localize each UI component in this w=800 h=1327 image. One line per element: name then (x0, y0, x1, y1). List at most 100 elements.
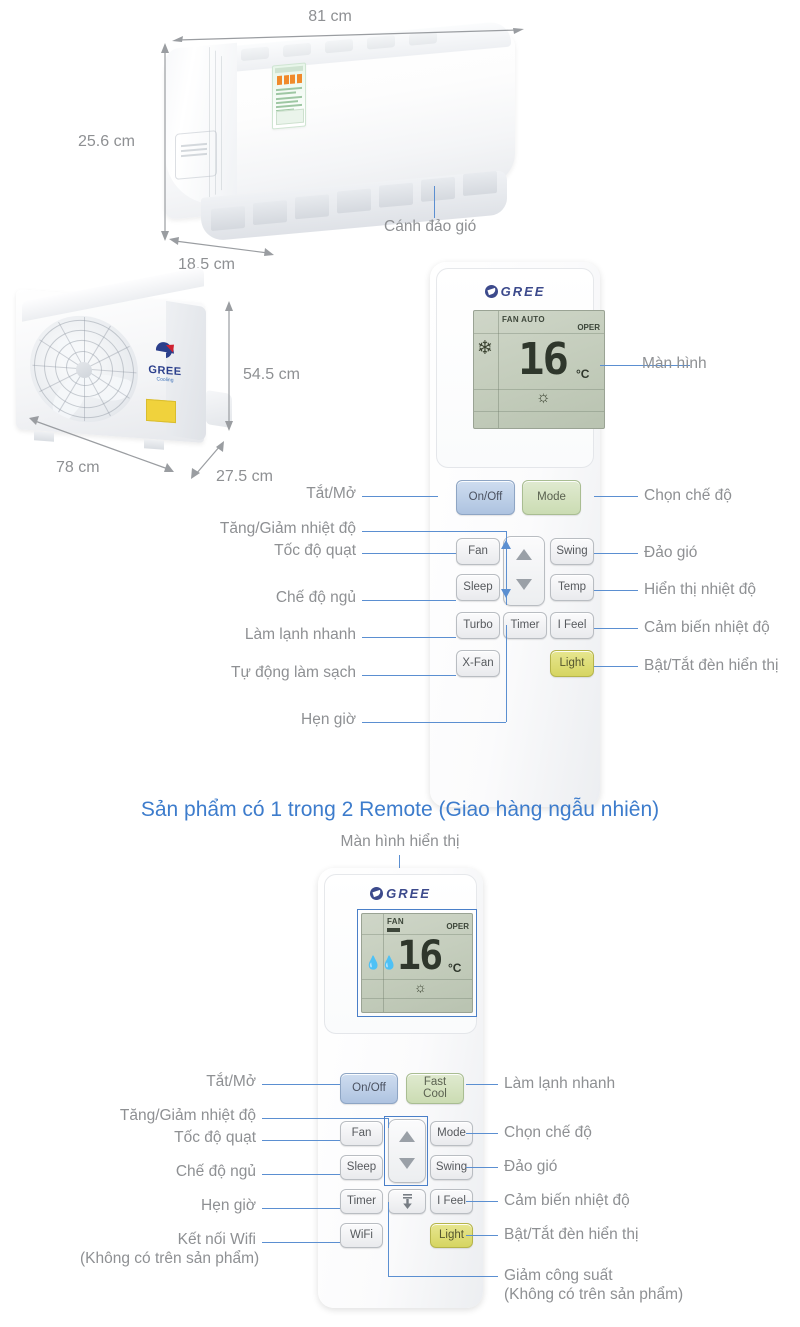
remote1-temperature-unit: °C (576, 367, 590, 381)
outdoor-depth-arrow (191, 441, 224, 479)
remote-control-2: GREE FAN OPER 💧💧 16 °C ☼ On/Off Fast Coo… (318, 868, 483, 1308)
outdoor-unit-brand: GREE Cooling (144, 340, 186, 384)
remote2-up-down-rocker[interactable] (388, 1119, 426, 1183)
gree-logo-icon (370, 887, 384, 900)
remote1-label-display: Màn hình (642, 355, 707, 372)
gree-logo-mark (153, 341, 177, 363)
indoor-width-arrow (172, 28, 524, 42)
indoor-height-dimension: 25.6 cm (78, 133, 135, 150)
fast-cool-line1: Fast (423, 1076, 447, 1088)
down-arrow-icon[interactable] (516, 579, 532, 590)
remote1-leader-updown-v (506, 531, 507, 605)
power-save-icon (402, 1194, 412, 1209)
remote2-light-button[interactable]: Light (430, 1223, 473, 1248)
remote2-lcd-display: FAN OPER 💧💧 16 °C ☼ (361, 913, 473, 1013)
remote1-leader-light (594, 666, 638, 667)
remote2-fan-speed-bar (387, 928, 400, 932)
remote1-turbo-button[interactable]: Turbo (456, 612, 500, 639)
remote1-leader-on-off (362, 496, 438, 497)
remote2-label-fast-cool: Làm lạnh nhanh (504, 1075, 616, 1092)
remote2-fan-label: FAN (387, 917, 404, 926)
remote2-label-light: Bật/Tắt đèn hiển thị (504, 1226, 639, 1243)
remote2-brand: GREE (318, 886, 483, 901)
sun-icon: ☼ (536, 389, 551, 406)
remote1-label-sleep: Chế độ ngủ (275, 589, 356, 606)
remote1-leader-turbo (362, 637, 456, 638)
energy-label (272, 62, 306, 130)
sun-icon: ☼ (414, 979, 427, 995)
remote2-leader-swing (466, 1167, 498, 1168)
remote2-leader-wifi (262, 1242, 340, 1243)
remote1-label-i-feel: Cảm biến nhiệt độ (644, 619, 770, 636)
remote2-swing-button[interactable]: Swing (430, 1155, 473, 1180)
remote1-label-on-off: Tắt/Mở (306, 485, 356, 502)
remote2-display-highlight-box (357, 909, 477, 1017)
remote1-x-fan-button[interactable]: X-Fan (456, 650, 500, 677)
remote1-sleep-button[interactable]: Sleep (456, 574, 500, 601)
remote1-mode-button[interactable]: Mode (522, 480, 581, 515)
remote2-on-off-button[interactable]: On/Off (340, 1073, 398, 1104)
remote1-timer-button[interactable]: Timer (503, 612, 547, 639)
remote1-leader-swing (594, 553, 638, 554)
snowflake-icon: ❄ (477, 338, 493, 359)
remote1-swing-button[interactable]: Swing (550, 538, 594, 565)
remote2-leader-on-off (262, 1084, 340, 1085)
remote2-timer-button[interactable]: Timer (340, 1189, 383, 1214)
remote1-label-fan: Tốc độ quạt (274, 542, 356, 559)
remote1-on-off-button[interactable]: On/Off (456, 480, 515, 515)
remote1-leader-sleep (362, 600, 456, 601)
remote2-leader-sleep (262, 1174, 340, 1175)
remote1-label-light: Bật/Tắt đèn hiển thị (644, 657, 779, 674)
up-arrow-icon[interactable] (399, 1131, 415, 1142)
remote2-label-mode: Chọn chế độ (504, 1124, 592, 1141)
indoor-depth-arrow (169, 237, 274, 256)
remote1-temp-button[interactable]: Temp (550, 574, 594, 601)
remote2-label-i-feel: Cảm biến nhiệt độ (504, 1192, 630, 1209)
remote2-leader-light (466, 1235, 498, 1236)
remote1-label-x-fan: Tự động làm sạch (231, 664, 356, 681)
remote2-fast-cool-button[interactable]: Fast Cool (406, 1073, 464, 1104)
remote1-label-turbo: Làm lạnh nhanh (244, 626, 356, 643)
remote2-label-fan: Tốc độ quạt (174, 1129, 256, 1146)
water-drops-icon: 💧💧 (365, 955, 398, 970)
remote1-fan-label: FAN AUTO (502, 315, 545, 324)
remote2-fan-button[interactable]: Fan (340, 1121, 383, 1146)
remote2-leader-powersave-v (388, 1202, 389, 1276)
remote1-lcd-display: FAN AUTO OPER ❄ 16 °C ☼ (473, 310, 605, 429)
remote1-temperature-value: 16 (518, 334, 569, 385)
remote2-temperature-unit: °C (448, 961, 462, 975)
remote2-rocker-highlight-box (384, 1116, 428, 1186)
remote1-leader-updown-h (362, 531, 506, 532)
remote1-label-timer: Hẹn giờ (301, 711, 356, 728)
remote1-i-feel-button[interactable]: I Feel (550, 612, 594, 639)
remote1-light-button[interactable]: Light (550, 650, 594, 677)
remote1-leader-timer-v (506, 625, 507, 722)
remote1-leader-fan (362, 553, 456, 554)
page-headline: Sản phẩm có 1 trong 2 Remote (Giao hàng … (140, 798, 660, 821)
remote2-temperature-value: 16 (397, 933, 443, 979)
outdoor-depth-dimension: 27.5 cm (216, 468, 273, 485)
remote2-sleep-button[interactable]: Sleep (340, 1155, 383, 1180)
remote1-label-up-down: Tăng/Giảm nhiệt độ (219, 520, 356, 537)
remote1-leader-ifeel (594, 628, 638, 629)
remote1-updown-arrowheads (501, 540, 511, 598)
remote2-label-power-save: Giảm công suất (504, 1267, 613, 1284)
down-arrow-icon[interactable] (399, 1158, 415, 1169)
up-arrow-icon[interactable] (516, 549, 532, 560)
remote2-label-on-off: Tắt/Mở (206, 1073, 256, 1090)
remote2-label-timer: Hẹn giờ (201, 1197, 256, 1214)
remote2-power-save-button[interactable] (388, 1189, 426, 1214)
indoor-height-arrow (161, 43, 169, 241)
remote2-label-wifi: Kết nối Wifi (177, 1231, 256, 1248)
remote1-leader-temp (594, 590, 638, 591)
remote1-fan-button[interactable]: Fan (456, 538, 500, 565)
remote2-leader-updown-v (388, 1118, 389, 1128)
remote1-leader-timer-h (362, 722, 506, 723)
remote-control-1: GREE FAN AUTO OPER ❄ 16 °C ☼ On/Off Mode… (430, 262, 690, 807)
remote2-wifi-button[interactable]: WiFi (340, 1223, 383, 1248)
remote1-oper-label: OPER (577, 323, 600, 332)
remote2-leader-updown-h (262, 1118, 388, 1119)
remote1-leader-xfan (362, 675, 456, 676)
louver-leader-line (434, 186, 435, 218)
